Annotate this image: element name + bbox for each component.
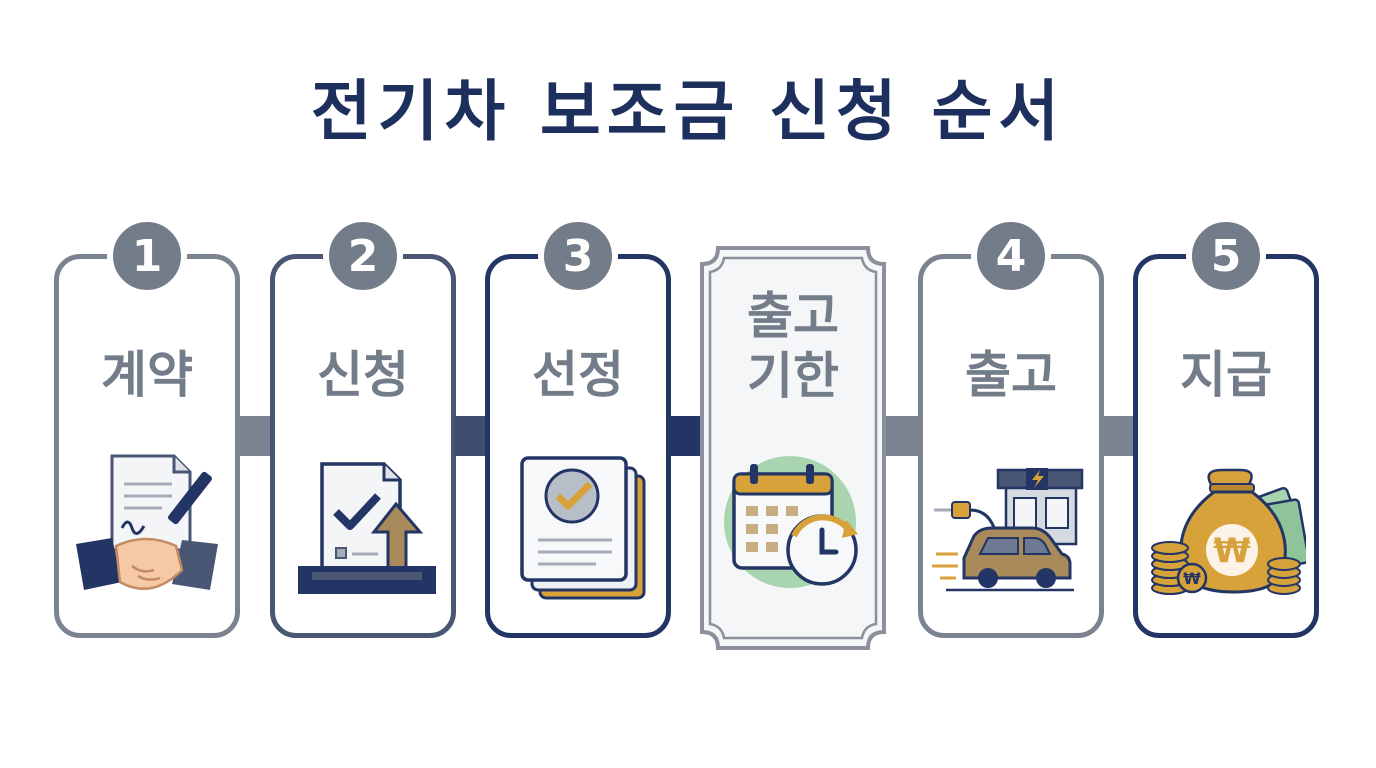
step-label-apply: 신청 xyxy=(317,346,409,404)
money-bag-icon: ₩ ₩ xyxy=(1151,468,1306,595)
step-label-delivery: 출고 xyxy=(965,346,1057,404)
approved-documents-icon xyxy=(520,456,646,600)
step-label-payment: 지급 xyxy=(1180,346,1272,404)
coin-won-symbol: ₩ xyxy=(1183,569,1201,588)
calendar-clock-icon xyxy=(724,456,858,588)
step-badge-1: 1 xyxy=(107,216,187,296)
deadline-label-line1: 출고 xyxy=(747,287,839,345)
step-badge-4: 4 xyxy=(971,216,1051,296)
step-badge-3: 3 xyxy=(538,216,618,296)
deadline-label-line2: 기한 xyxy=(747,347,839,405)
step-label-contract: 계약 xyxy=(101,346,193,404)
won-symbol: ₩ xyxy=(1213,531,1251,571)
deadline-label: 출고 기한 xyxy=(698,286,888,406)
step-card-delivery xyxy=(918,254,1104,638)
handshake-contract-icon xyxy=(76,454,218,590)
ev-charging-car-icon xyxy=(932,468,1084,592)
step-badge-2: 2 xyxy=(323,216,403,296)
step-badge-5: 5 xyxy=(1186,216,1266,296)
step-label-selection: 선정 xyxy=(532,346,624,404)
page-title: 전기차 보조금 신청 순서 xyxy=(310,73,1066,150)
application-document-icon xyxy=(298,462,436,594)
